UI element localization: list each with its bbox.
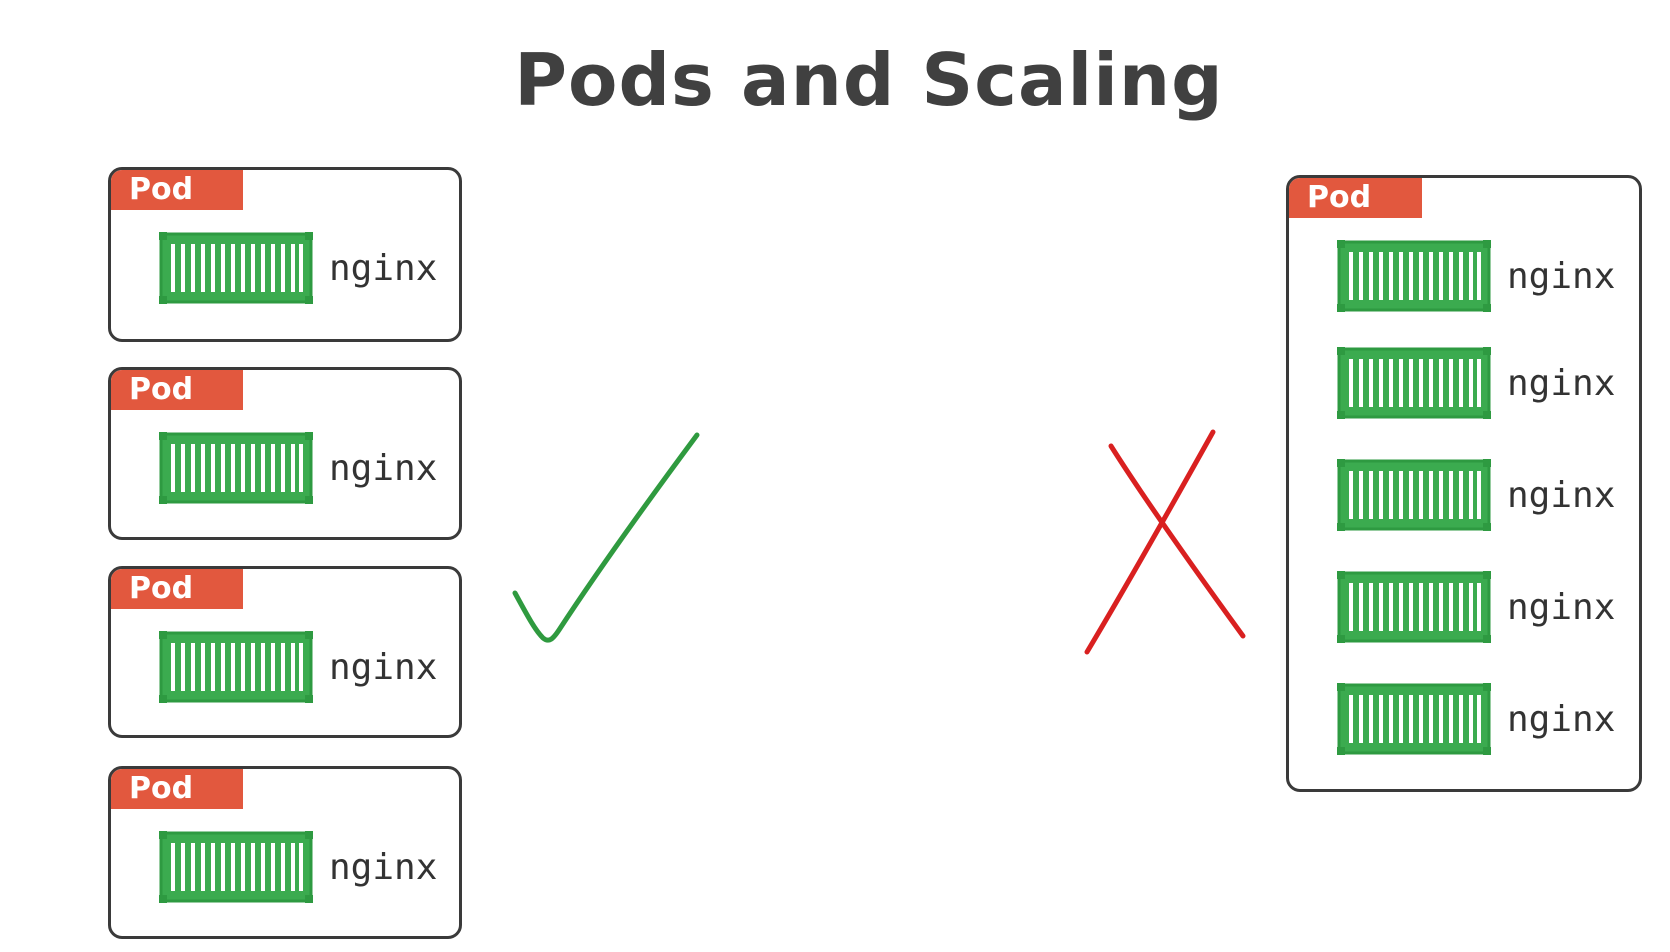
- container-icon: [159, 232, 313, 304]
- container-icon: [1337, 347, 1491, 419]
- page-title: Pods and Scaling: [514, 38, 1224, 122]
- container-label: nginx: [329, 846, 438, 888]
- container-row: nginx: [1337, 683, 1615, 755]
- check-mark-icon: [512, 432, 700, 643]
- container-row: nginx: [1337, 459, 1615, 531]
- container-icon: [1337, 683, 1491, 755]
- cross-mark-icon: [1084, 429, 1246, 655]
- container-row: nginx: [159, 831, 437, 903]
- container-row: nginx: [159, 631, 437, 703]
- container-icon: [1337, 571, 1491, 643]
- pod-card: Pod nginx: [108, 566, 462, 738]
- container-label: nginx: [1507, 255, 1616, 297]
- pod-tag: Pod: [111, 769, 243, 809]
- pod-card-multi: Pod nginx nginx nginx nginx nginx: [1286, 175, 1642, 792]
- pod-tag: Pod: [111, 370, 243, 410]
- container-row: nginx: [159, 432, 437, 504]
- container-icon: [1337, 459, 1491, 531]
- container-icon: [1337, 240, 1491, 312]
- container-label: nginx: [329, 247, 438, 289]
- container-row: nginx: [1337, 347, 1615, 419]
- container-label: nginx: [1507, 698, 1616, 740]
- container-label: nginx: [1507, 362, 1616, 404]
- container-row: nginx: [1337, 240, 1615, 312]
- container-icon: [159, 831, 313, 903]
- container-label: nginx: [1507, 586, 1616, 628]
- container-icon: [159, 631, 313, 703]
- pod-tag: Pod: [111, 170, 243, 210]
- pod-tag: Pod: [1289, 178, 1422, 218]
- container-label: nginx: [1507, 474, 1616, 516]
- pod-card: Pod nginx: [108, 367, 462, 540]
- pod-card: Pod nginx: [108, 766, 462, 939]
- container-row: nginx: [1337, 571, 1615, 643]
- pod-tag: Pod: [111, 569, 243, 609]
- pod-card: Pod nginx: [108, 167, 462, 342]
- container-label: nginx: [329, 646, 438, 688]
- container-label: nginx: [329, 447, 438, 489]
- container-icon: [159, 432, 313, 504]
- container-row: nginx: [159, 232, 437, 304]
